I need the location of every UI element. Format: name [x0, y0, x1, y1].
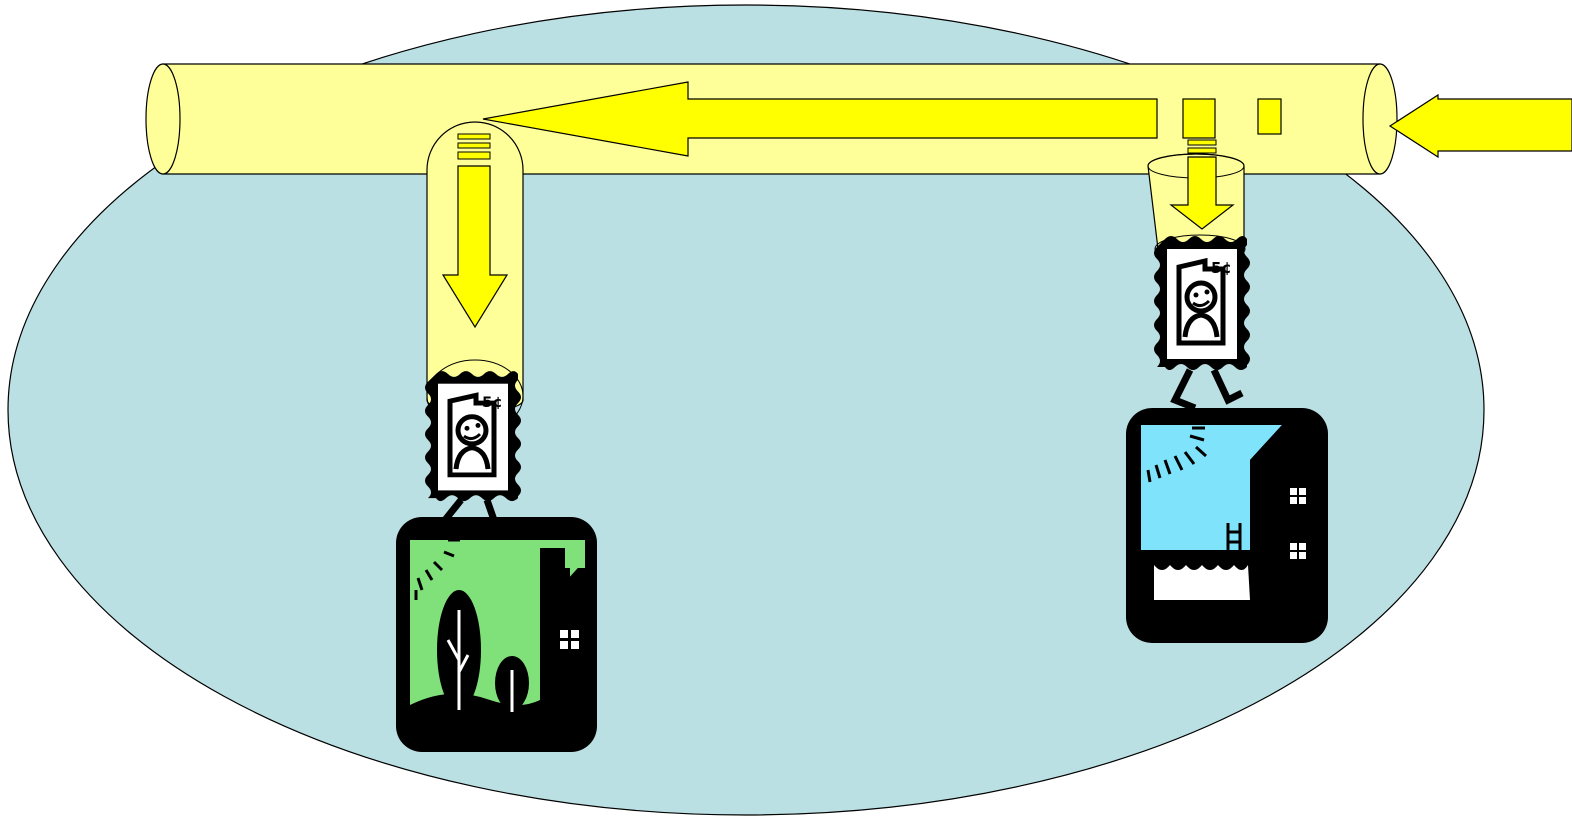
incoming-arrow-icon	[1388, 93, 1572, 159]
flow-segment	[1257, 98, 1282, 135]
house-with-pool-icon	[1126, 408, 1328, 643]
flow-segment	[1182, 98, 1216, 139]
postage-stamp-icon: 5¢	[425, 371, 521, 501]
postage-stamp-icon: 5¢	[1154, 236, 1250, 370]
stamp-value-label: 5¢	[482, 394, 503, 411]
service-area-region	[7, 4, 1485, 816]
stamp-legs	[442, 497, 498, 523]
flow-arrow-down-right-icon	[1169, 139, 1235, 230]
house-with-trees-icon	[396, 517, 597, 752]
stamp-legs	[1170, 368, 1244, 412]
stamp-value-label: 5¢	[1211, 259, 1232, 277]
flow-arrow-left-icon	[482, 81, 1158, 157]
flow-arrow-down-left-icon	[441, 133, 509, 329]
